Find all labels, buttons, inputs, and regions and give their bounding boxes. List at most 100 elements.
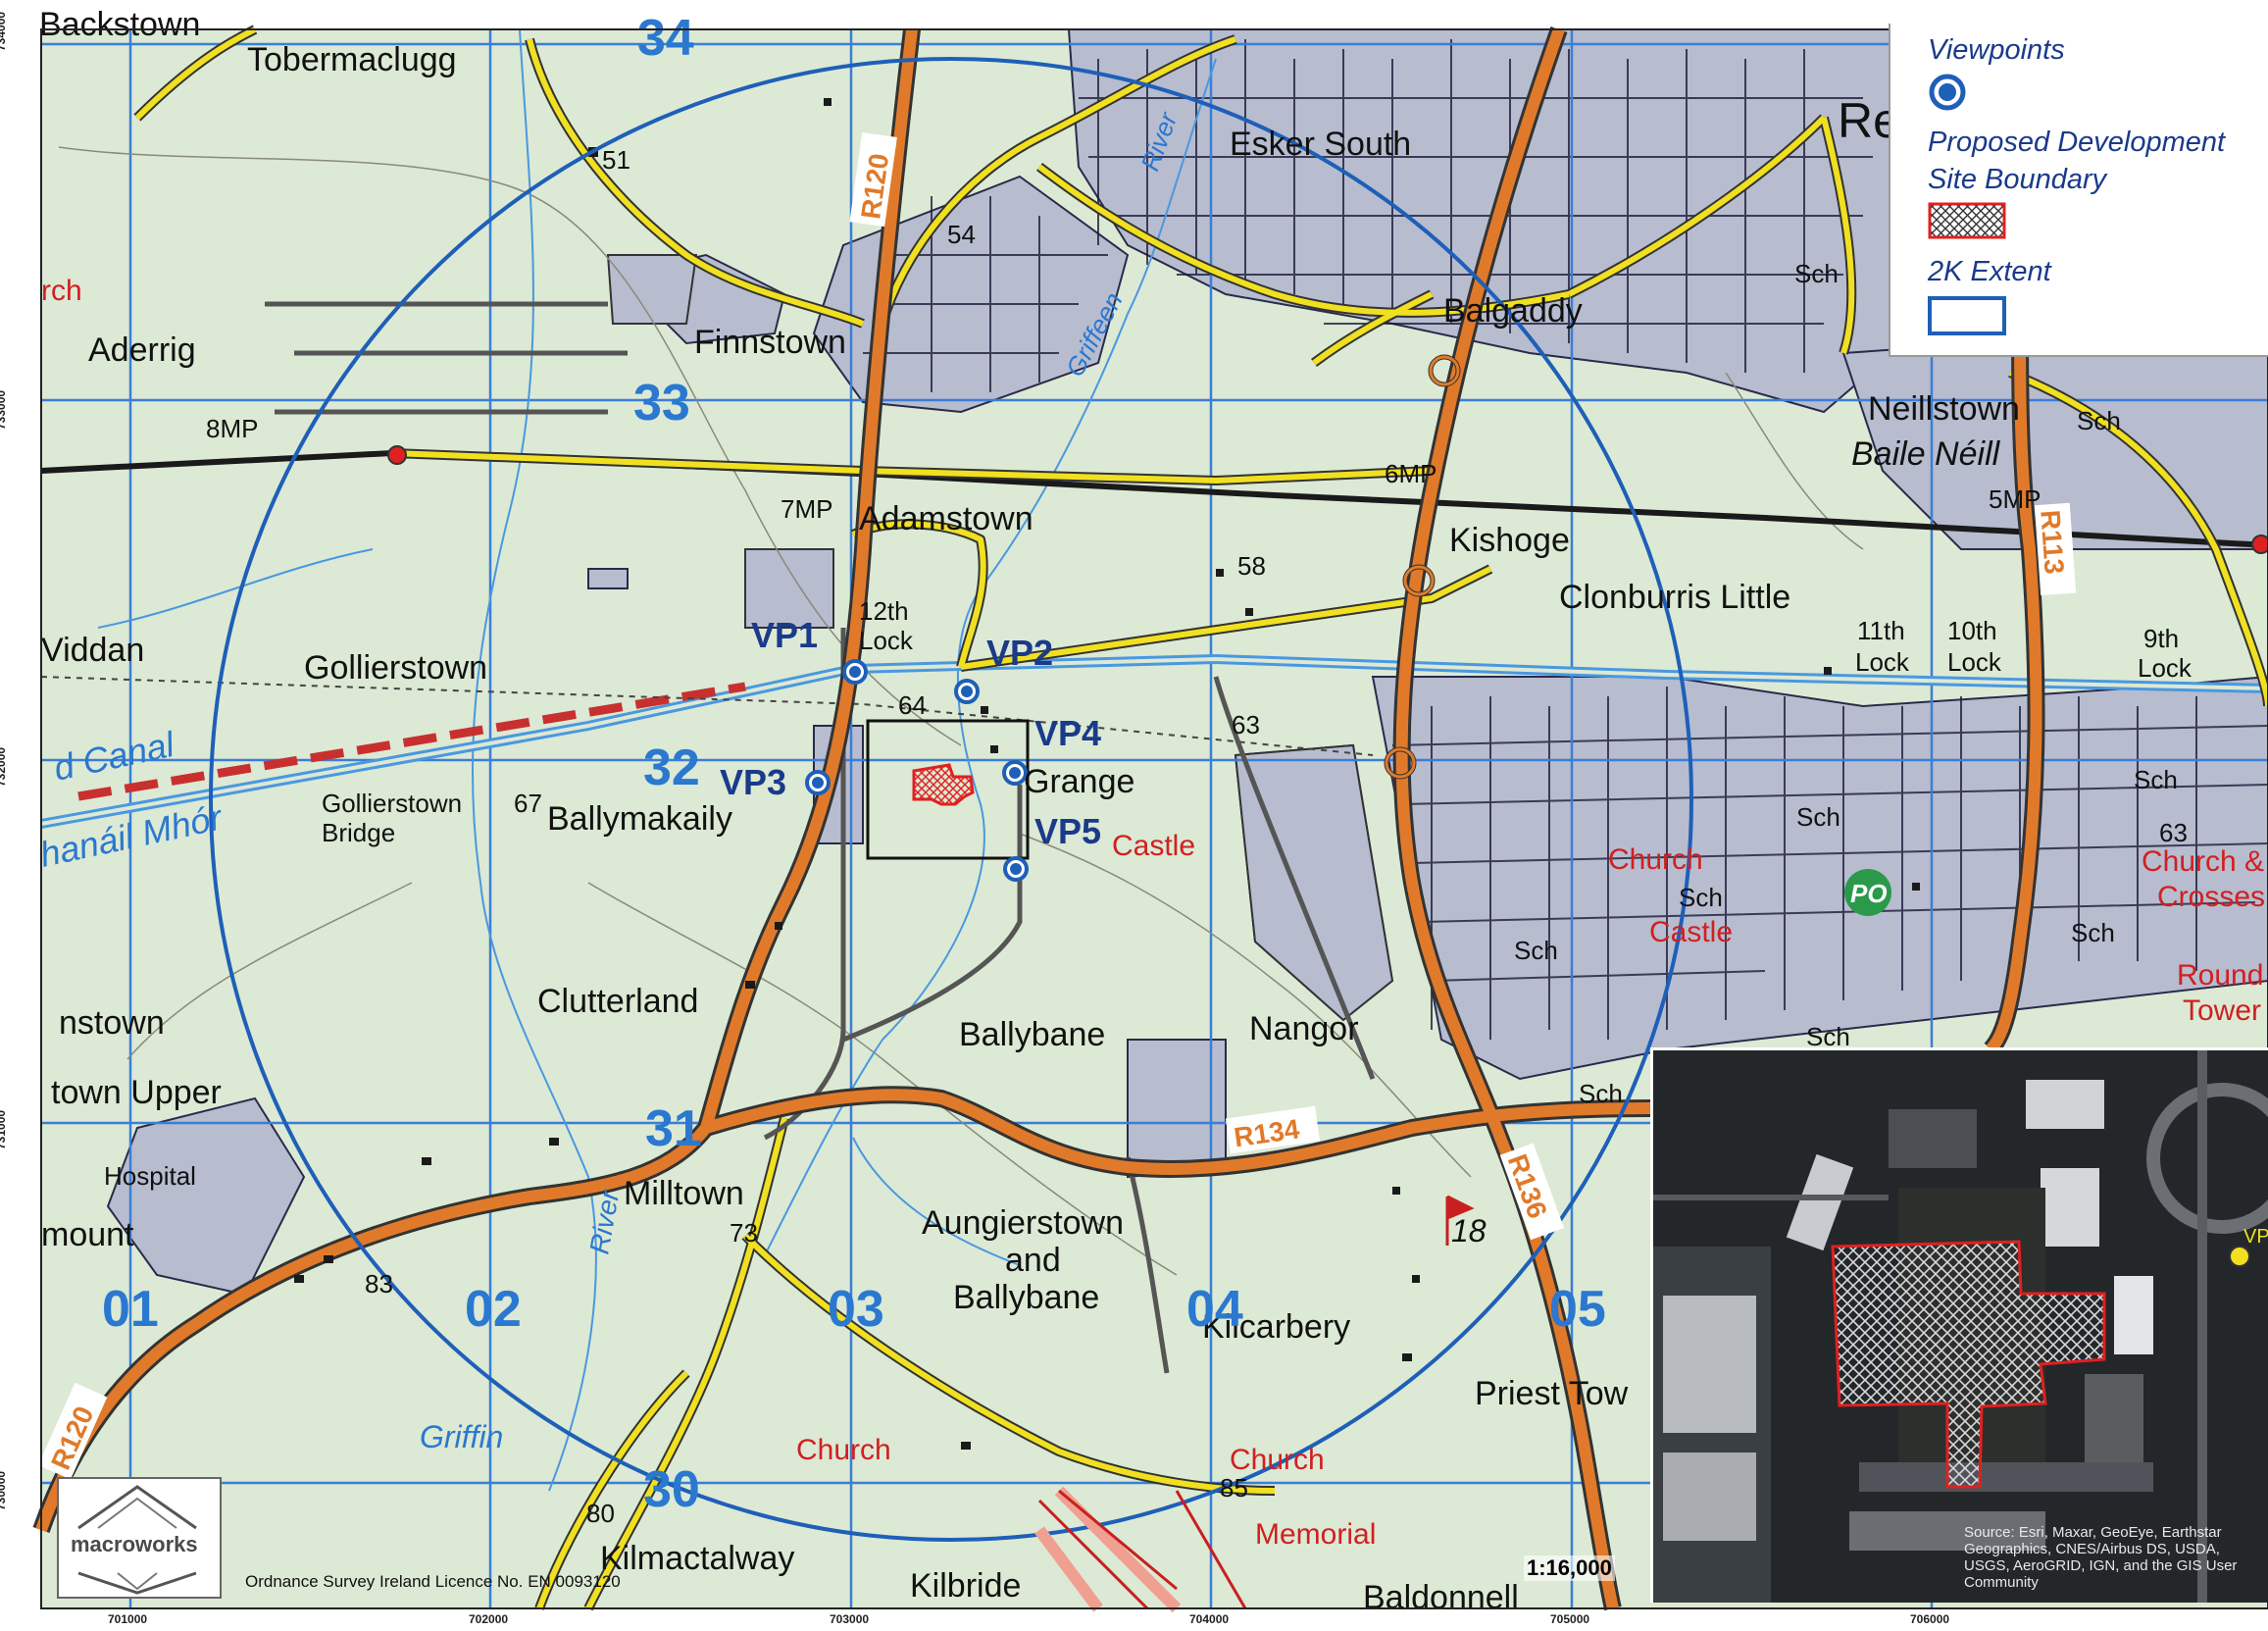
height-63b: 63 (2159, 818, 2188, 847)
place-and: and (1005, 1242, 1061, 1279)
place-sch-2: Sch (1579, 1079, 1623, 1108)
tick-y-732000: 732000 (0, 746, 8, 787)
grid-32: 32 (643, 739, 700, 796)
height-64: 64 (898, 690, 927, 720)
place-church-3: Church (1230, 1444, 1325, 1476)
place-rch: rch (41, 275, 82, 307)
place-clonburris-little: Clonburris Little (1559, 579, 1790, 616)
vp1-label: VP1 (751, 615, 818, 655)
height-54: 54 (947, 220, 976, 249)
viewpoint-markers (805, 659, 1029, 882)
place-backstown: Backstown (39, 6, 200, 43)
height-58: 58 (1237, 551, 1266, 581)
place-memorial: Memorial (1255, 1518, 1376, 1551)
place-sch-9: Sch (1514, 936, 1558, 965)
place-finnstown: Finnstown (694, 324, 846, 361)
map-legend: Viewpoints Proposed Development Site Bou… (1889, 24, 2268, 357)
aerial-inset: VP Source: Esri, Maxar, GeoEye, Earthsta… (1650, 1047, 2268, 1603)
place-clutterland: Clutterland (537, 983, 698, 1020)
place-hospital: Hospital (104, 1161, 196, 1191)
place-round-tower-b: Tower (2183, 994, 2261, 1027)
place-town-upper: town Upper (51, 1074, 222, 1111)
place-golliertown: Gollierstown (304, 649, 487, 687)
inset-vp-label: VP (2243, 1226, 2268, 1248)
place-church-crosses-b: Crosses (2157, 881, 2265, 913)
place-church-crosses-a: Church & (2142, 845, 2264, 878)
height-51: 51 (602, 145, 630, 175)
place-sch-3: Sch (1796, 802, 1840, 832)
place-11th-lock-a: 11th (1857, 616, 1905, 645)
place-10th-lock-b: Lock (1947, 647, 2002, 677)
inset-vp-marker (2229, 1246, 2250, 1267)
grid-33: 33 (633, 375, 690, 432)
grid-05: 05 (1549, 1281, 1606, 1338)
height-83: 83 (365, 1269, 393, 1299)
place-kilcarbery: Kilcarbery (1202, 1308, 1350, 1346)
height-80: 80 (586, 1499, 615, 1528)
place-kishoge: Kishoge (1449, 522, 1570, 559)
place-church-1: Church (1608, 843, 1703, 876)
place-castle-2: Castle (1649, 916, 1733, 948)
grid-03: 03 (828, 1281, 884, 1338)
imagery-attribution: Source: Esri, Maxar, GeoEye, Earthstar G… (1964, 1524, 2238, 1591)
label-griffin: Griffin (420, 1419, 503, 1454)
place-10th-lock-a: 10th (1947, 616, 1997, 645)
place-kilbride: Kilbride (910, 1567, 1021, 1605)
tick-x-706000: 706000 (1910, 1612, 1950, 1626)
place-viddan: Viddan (41, 632, 144, 669)
place-aungierstown: Aungierstown (922, 1204, 1124, 1242)
place-sch-6: Sch (2134, 765, 2178, 794)
height-63: 63 (1232, 710, 1260, 739)
place-neillstown: Neillstown (1868, 390, 2020, 428)
place-12th-lock-b: Lock (859, 626, 914, 655)
grid-30: 30 (643, 1461, 700, 1518)
railway-line (40, 449, 2268, 548)
place-kilmactalway: Kilmactalway (600, 1540, 794, 1577)
rail-6mp: 6MP (1385, 459, 1436, 488)
place-gollierstown-bridge-a: Gollierstown (322, 789, 462, 818)
legend-viewpoint-icon (1929, 74, 1966, 111)
place-esker-south: Esker South (1230, 126, 1411, 163)
macroworks-logo: macroworks (57, 1477, 222, 1599)
rail-8mp: 8MP (206, 414, 258, 443)
place-sch-8: Sch (1679, 883, 1723, 912)
grid-02: 02 (465, 1281, 522, 1338)
height-73: 73 (730, 1218, 758, 1248)
grid-31: 31 (645, 1100, 702, 1157)
tick-y-733000: 733000 (0, 389, 8, 430)
place-milltown: Milltown (624, 1175, 744, 1212)
place-sch-4: Sch (1794, 259, 1839, 288)
vp4-label: VP4 (1034, 713, 1101, 753)
height-67: 67 (514, 789, 542, 818)
vp5-label: VP5 (1034, 811, 1101, 851)
road-r113: R113 (2035, 509, 2069, 575)
place-round-tower-a: Round (2177, 959, 2263, 992)
place-11th-lock-b: Lock (1855, 647, 1910, 677)
inset-site-boundary (1831, 1240, 2106, 1489)
place-ballybane-2: Ballybane (953, 1279, 1099, 1316)
height-85: 85 (1220, 1473, 1248, 1503)
grid-04: 04 (1186, 1281, 1243, 1338)
place-grange: Grange (1024, 763, 1134, 800)
place-sch-5: Sch (2077, 406, 2121, 435)
extent-circle (209, 57, 1693, 1542)
site-boundary (912, 763, 975, 806)
place-baile-neill: Baile Néill (1851, 435, 2001, 473)
place-12th-lock-a: 12th (859, 596, 909, 626)
grid-01: 01 (102, 1281, 159, 1338)
place-ballymakaily: Ballymakaily (547, 800, 732, 838)
rail-7mp: 7MP (781, 494, 832, 524)
legend-viewpoints-label: Viewpoints (1928, 34, 2065, 66)
place-sch-1: Sch (1806, 1022, 1850, 1051)
legend-extent-label: 2K Extent (1928, 256, 2051, 287)
map-sheet-18: 18 (1451, 1213, 1487, 1249)
vp3-label: VP3 (720, 762, 786, 802)
place-aderrig: Aderrig (88, 331, 196, 369)
place-9th-lock-a: 9th (2143, 624, 2179, 653)
tick-x-704000: 704000 (1189, 1612, 1230, 1626)
rail-5mp: 5MP (1989, 484, 2041, 514)
legend-site-hatch-icon (1928, 202, 2006, 239)
place-gollierstown-bridge-b: Bridge (322, 818, 395, 847)
place-nstown: nstown (59, 1004, 165, 1042)
